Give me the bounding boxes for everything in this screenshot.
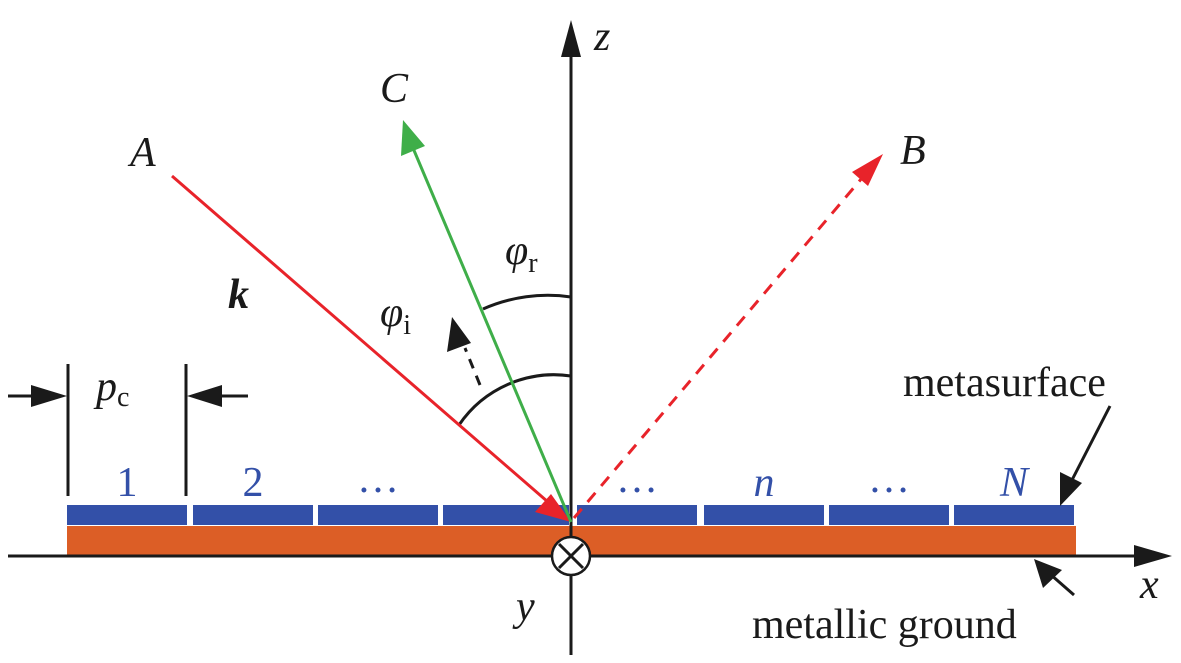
cell-index-labels: 1 2 … … n … N [117, 456, 1030, 506]
cell-index-label: N [999, 460, 1030, 506]
gradient-direction-arrow [463, 347, 482, 386]
z-axis-label: z [593, 14, 610, 60]
metasurface-cell [193, 505, 313, 525]
metasurface-cell [67, 505, 187, 525]
cell-ellipsis-label: … [868, 456, 910, 502]
incident-angle-subscript: i [403, 310, 411, 341]
cell-index-label: n [754, 460, 775, 506]
incident-ray-arrowhead [535, 494, 571, 522]
metasurface-pointer-arrowhead [1060, 472, 1082, 506]
metasurface-cell [318, 505, 438, 525]
reflection-angle-label: φr [505, 228, 538, 279]
cell-index-label: 1 [117, 460, 138, 506]
y-axis-label: y [512, 584, 535, 630]
metasurface-cell [704, 505, 824, 525]
incident-angle-arc [457, 373, 572, 426]
specular-reflection-ray [572, 177, 864, 519]
y-axis-into-page-icon [550, 535, 592, 577]
x-axis-label: x [1139, 562, 1159, 608]
incident-angle-symbol: φ [380, 290, 403, 336]
incident-ray [171, 174, 549, 504]
reflection-angle-arc [482, 293, 572, 311]
metasurface-cell [829, 505, 949, 525]
anomalous-point-label: C [380, 66, 409, 112]
metallic-ground-label: metallic ground [752, 602, 1017, 648]
metasurface-pointer [1070, 405, 1112, 481]
incident-angle-label: φi [380, 290, 411, 341]
cell-ellipsis-label: … [616, 456, 658, 502]
wavevector-label: k [228, 272, 249, 318]
specular-reflection-arrowhead [852, 154, 883, 186]
metasurface-cell [577, 505, 697, 525]
reflection-angle-symbol: φ [505, 228, 528, 274]
period-label: pc [93, 364, 129, 413]
period-left-arrowhead [31, 385, 67, 407]
specular-point-label: B [900, 128, 926, 174]
z-axis-arrowhead [561, 20, 581, 57]
reflection-angle-subscript: r [528, 248, 538, 279]
incident-point-label: A [127, 130, 156, 176]
cell-index-label: 2 [243, 460, 264, 506]
anomalous-reflection-ray [411, 147, 573, 523]
metasurface-cell [954, 505, 1074, 525]
period-right-arrowhead [187, 385, 222, 407]
metasurface-cells [67, 505, 1074, 525]
period-symbol: p [93, 364, 117, 410]
period-subscript: c [117, 382, 129, 413]
metasurface-label: metasurface [903, 360, 1106, 406]
ground-pointer-arrowhead [1034, 559, 1062, 588]
gradient-direction-arrowhead [447, 317, 471, 352]
anomalous-reflection-arrowhead [401, 120, 425, 156]
x-axis-arrowhead [1134, 545, 1172, 567]
cell-ellipsis-label: … [357, 456, 399, 502]
